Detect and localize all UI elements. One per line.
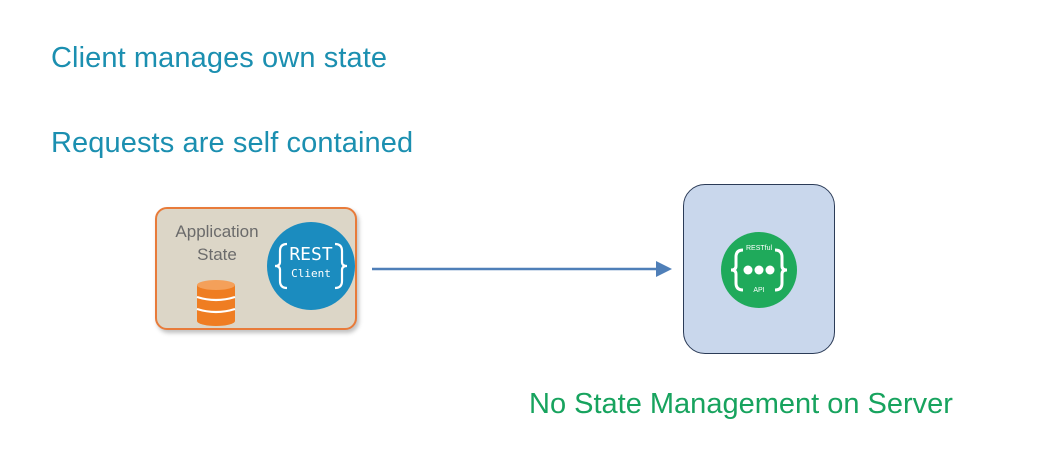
restful-api-icon: RESTful API <box>721 232 797 308</box>
application-state-label: Application State <box>175 222 259 264</box>
rest-client-title: REST <box>289 244 333 265</box>
api-label: API <box>753 287 765 294</box>
rest-client-braces <box>274 242 348 290</box>
server-box: RESTful API <box>683 184 835 354</box>
heading-client-manages-state: Client manages own state <box>51 42 388 74</box>
server-caption: No State Management on Server <box>529 388 953 420</box>
database-icon <box>196 280 236 326</box>
client-application-box: Application State REST Client <box>155 207 357 330</box>
restful-label: RESTful <box>745 245 773 252</box>
rest-client-subtitle: Client <box>291 267 331 280</box>
restful-api-braces <box>730 248 788 292</box>
request-arrow <box>372 261 672 277</box>
rest-client-icon: REST Client <box>267 222 355 310</box>
heading-requests-self-contained: Requests are self contained <box>51 127 414 159</box>
